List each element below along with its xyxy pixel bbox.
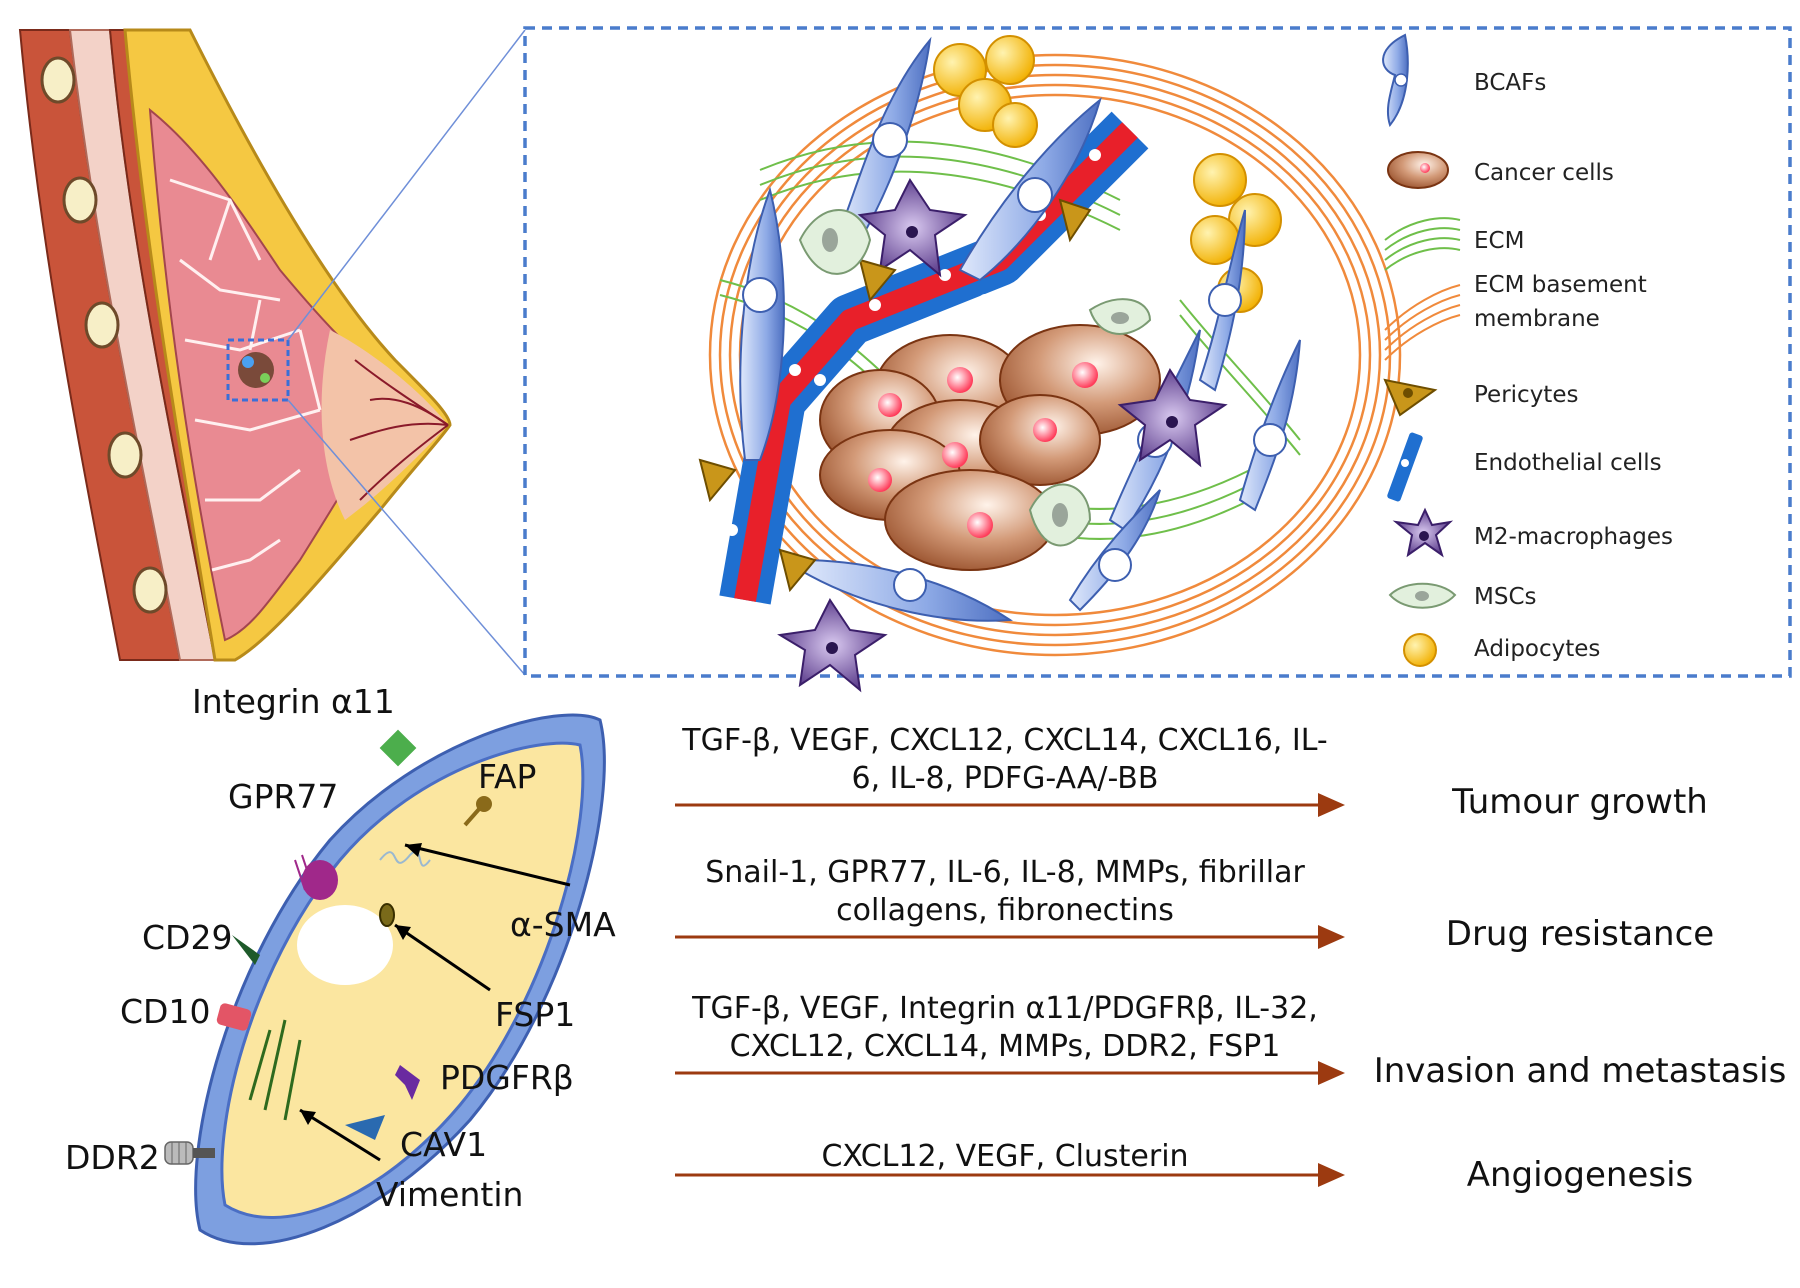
pdgfrb-icon (395, 1065, 420, 1100)
tumour-microenvironment-box (523, 26, 1792, 678)
tumour-microenvironment-illustration (698, 35, 1402, 693)
legend (1382, 33, 1461, 667)
marker-label-ddr2: DDR2 (65, 1138, 160, 1177)
marker-label-cd29: CD29 (142, 918, 233, 957)
marker-label-vimentin: Vimentin (376, 1175, 524, 1214)
marker-label-asma: α-SMA (510, 905, 616, 944)
breast-anatomy-illustration (18, 28, 526, 676)
legend-label-bcafs: BCAFs (1474, 70, 1547, 96)
outcome-tumour-growth: Tumour growth (1452, 782, 1708, 822)
marker-label-fap: FAP (478, 757, 537, 796)
legend-label-ecm: ECM (1474, 228, 1525, 254)
effect-2-text: Snail-1, GPR77, IL-6, IL-8, MMPs, fibril… (705, 855, 1305, 928)
marker-label-fsp1: FSP1 (495, 995, 576, 1034)
marker-label-gpr77: GPR77 (228, 777, 339, 816)
outcome-angiogenesis: Angiogenesis (1466, 1155, 1694, 1195)
ddr2-icon (164, 1141, 215, 1165)
legend-label-endothelial: Endothelial cells (1474, 450, 1662, 476)
legend-label-pericytes: Pericytes (1474, 382, 1579, 408)
marker-label-cav1: CAV1 (400, 1125, 488, 1164)
legend-label-mscs: MSCs (1474, 584, 1537, 610)
cav1-icon (345, 1115, 385, 1140)
marker-label-pdgfrb: PDGFRβ (440, 1058, 574, 1097)
bcaf-cell-diagram (164, 713, 606, 1246)
effect-arrows (675, 793, 1345, 1187)
effect-1-text: TGF-β, VEGF, CXCL12, CXCL14, CXCL16, IL-… (682, 723, 1328, 796)
effect-3-text: TGF-β, VEGF, Integrin α11/PDGFRβ, IL-32,… (692, 991, 1318, 1064)
cd29-icon (232, 935, 260, 965)
adipocyte-legend-icon (1403, 633, 1437, 667)
fsp1-marker-icon (379, 903, 395, 927)
gpr77-icon (302, 860, 338, 900)
ecm-legend-icon (1384, 217, 1461, 271)
cancer-cell-legend-icon (1387, 151, 1449, 189)
marker-label-cd10: CD10 (120, 992, 211, 1031)
integrin-a11-icon (379, 729, 417, 767)
fap-icon (463, 806, 482, 827)
legend-label-ecm-basement-2: membrane (1474, 306, 1600, 332)
legend-label-m2: M2-macrophages (1474, 524, 1673, 550)
legend-label-adipocytes: Adipocytes (1474, 636, 1601, 662)
legend-label-ecm-basement-1: ECM basement (1474, 272, 1647, 298)
outcome-drug-resistance: Drug resistance (1445, 914, 1715, 954)
basement-membrane-legend-icon (1384, 284, 1461, 361)
legend-label-cancer-cells: Cancer cells (1474, 160, 1614, 186)
cd10-icon (216, 1003, 252, 1031)
outcome-invasion-metastasis: Invasion and metastasis (1373, 1051, 1787, 1091)
marker-label-integrin: Integrin α11 (192, 682, 395, 721)
effect-4-text: CXCL12, VEGF, Clusterin (821, 1139, 1189, 1174)
